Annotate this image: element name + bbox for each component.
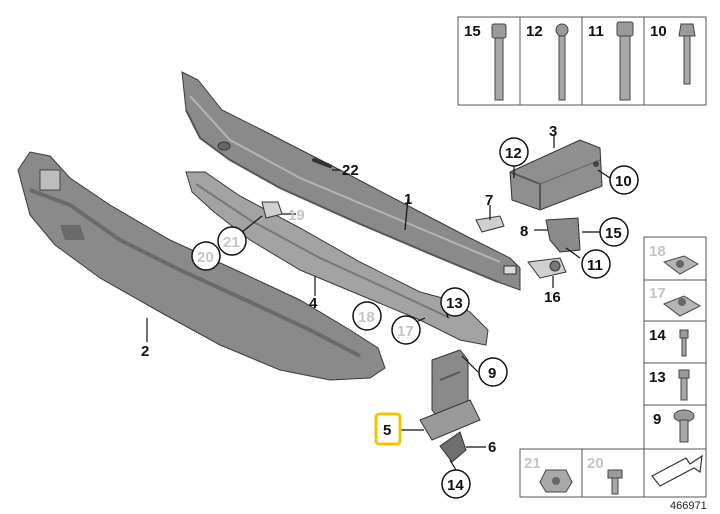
callout-20: 20	[191, 241, 221, 271]
callout-11: 11	[581, 249, 611, 279]
callout-18-label: 18	[358, 309, 375, 326]
bolt-20-icon	[607, 469, 623, 495]
callout-8: 8	[520, 223, 528, 240]
part-7-block[interactable]	[475, 215, 505, 233]
part-22-pin[interactable]	[312, 158, 332, 168]
callout-1-label: 1	[404, 191, 412, 208]
callout-15: 15	[599, 217, 629, 247]
side-panel-label-13: 13	[649, 369, 666, 386]
clip-nut-18-icon	[662, 255, 700, 275]
callout-8-label: 8	[520, 223, 528, 240]
screw-9-icon	[673, 409, 695, 443]
callout-12-label: 12	[505, 145, 522, 162]
callout-5-highlight	[374, 412, 402, 446]
part-6-wedge[interactable]	[439, 431, 467, 463]
callout-9-label: 9	[488, 365, 496, 382]
callout-3: 3	[549, 123, 557, 140]
leader-lines	[146, 136, 611, 471]
callout-16: 16	[544, 289, 561, 306]
bolt-15-icon	[491, 23, 507, 101]
top-panel-label-11: 11	[588, 23, 604, 40]
callout-21-label: 21	[223, 234, 240, 251]
callout-16-label: 16	[544, 289, 561, 306]
callout-10-label: 10	[615, 173, 632, 190]
screw-13-icon	[678, 369, 690, 401]
part-16-plate[interactable]	[527, 257, 567, 279]
part-19-clip[interactable]	[261, 201, 283, 219]
callout-2-label: 2	[141, 343, 149, 360]
callout-7-label: 7	[485, 192, 493, 209]
bottom-fastener-panel: 21 20	[519, 448, 707, 498]
callout-18: 18	[352, 301, 382, 331]
callout-6: 6	[488, 439, 496, 456]
side-panel-label-17: 17	[649, 285, 666, 302]
top-fastener-panel: 15 12 11 10	[457, 16, 707, 106]
callout-6-label: 6	[488, 439, 496, 456]
catalog-number: 466971	[670, 500, 707, 512]
side-panel-label-14: 14	[649, 327, 666, 344]
callout-1: 1	[404, 191, 412, 208]
callout-12: 12	[499, 137, 529, 167]
nut-21-icon	[539, 469, 573, 493]
callout-4: 4	[309, 295, 318, 312]
side-fastener-panel: 18 17 14 13 9	[643, 236, 707, 450]
direction-arrow-icon	[651, 454, 703, 487]
callout-3-label: 3	[549, 123, 557, 140]
bottom-panel-label-20: 20	[587, 455, 604, 472]
callout-19: 19	[288, 207, 305, 224]
callout-7: 7	[485, 192, 493, 209]
clip-nut-17-icon	[662, 295, 702, 317]
bolt-10-icon	[678, 23, 696, 85]
callout-10: 10	[609, 165, 639, 195]
callout-17: 17	[391, 315, 421, 345]
callout-13: 13	[440, 287, 470, 317]
part-8-plate[interactable]	[545, 217, 581, 253]
callout-4-label: 4	[309, 295, 318, 312]
callout-14: 14	[441, 469, 471, 499]
part-5-mount[interactable]	[419, 349, 481, 441]
callout-5-label: 5	[383, 422, 391, 439]
top-panel-label-10: 10	[650, 23, 667, 40]
callout-22: 22	[342, 162, 359, 179]
part-1-bumper-carrier[interactable]	[181, 71, 521, 291]
screw-14-icon	[679, 329, 689, 357]
side-panel-label-9: 9	[653, 411, 661, 428]
callout-19-label: 19	[288, 207, 305, 224]
top-panel-label-12: 12	[526, 23, 543, 40]
callout-5: 5	[374, 412, 402, 446]
callout-20-label: 20	[197, 249, 214, 266]
callout-11-label: 11	[587, 257, 603, 274]
part-3-bracket[interactable]	[509, 139, 603, 211]
bolt-11-icon	[616, 21, 634, 101]
bolt-12-icon	[555, 23, 569, 101]
callout-2: 2	[141, 343, 149, 360]
bottom-panel-label-21: 21	[524, 455, 541, 472]
callout-14-label: 14	[447, 477, 464, 494]
callout-13-label: 13	[446, 295, 463, 312]
callout-21: 21	[217, 226, 247, 256]
callout-22-label: 22	[342, 162, 359, 179]
callout-15-label: 15	[605, 225, 622, 242]
callout-17-label: 17	[397, 323, 414, 340]
side-panel-label-18: 18	[649, 243, 666, 260]
top-panel-label-15: 15	[464, 23, 481, 40]
callout-9: 9	[478, 357, 508, 387]
